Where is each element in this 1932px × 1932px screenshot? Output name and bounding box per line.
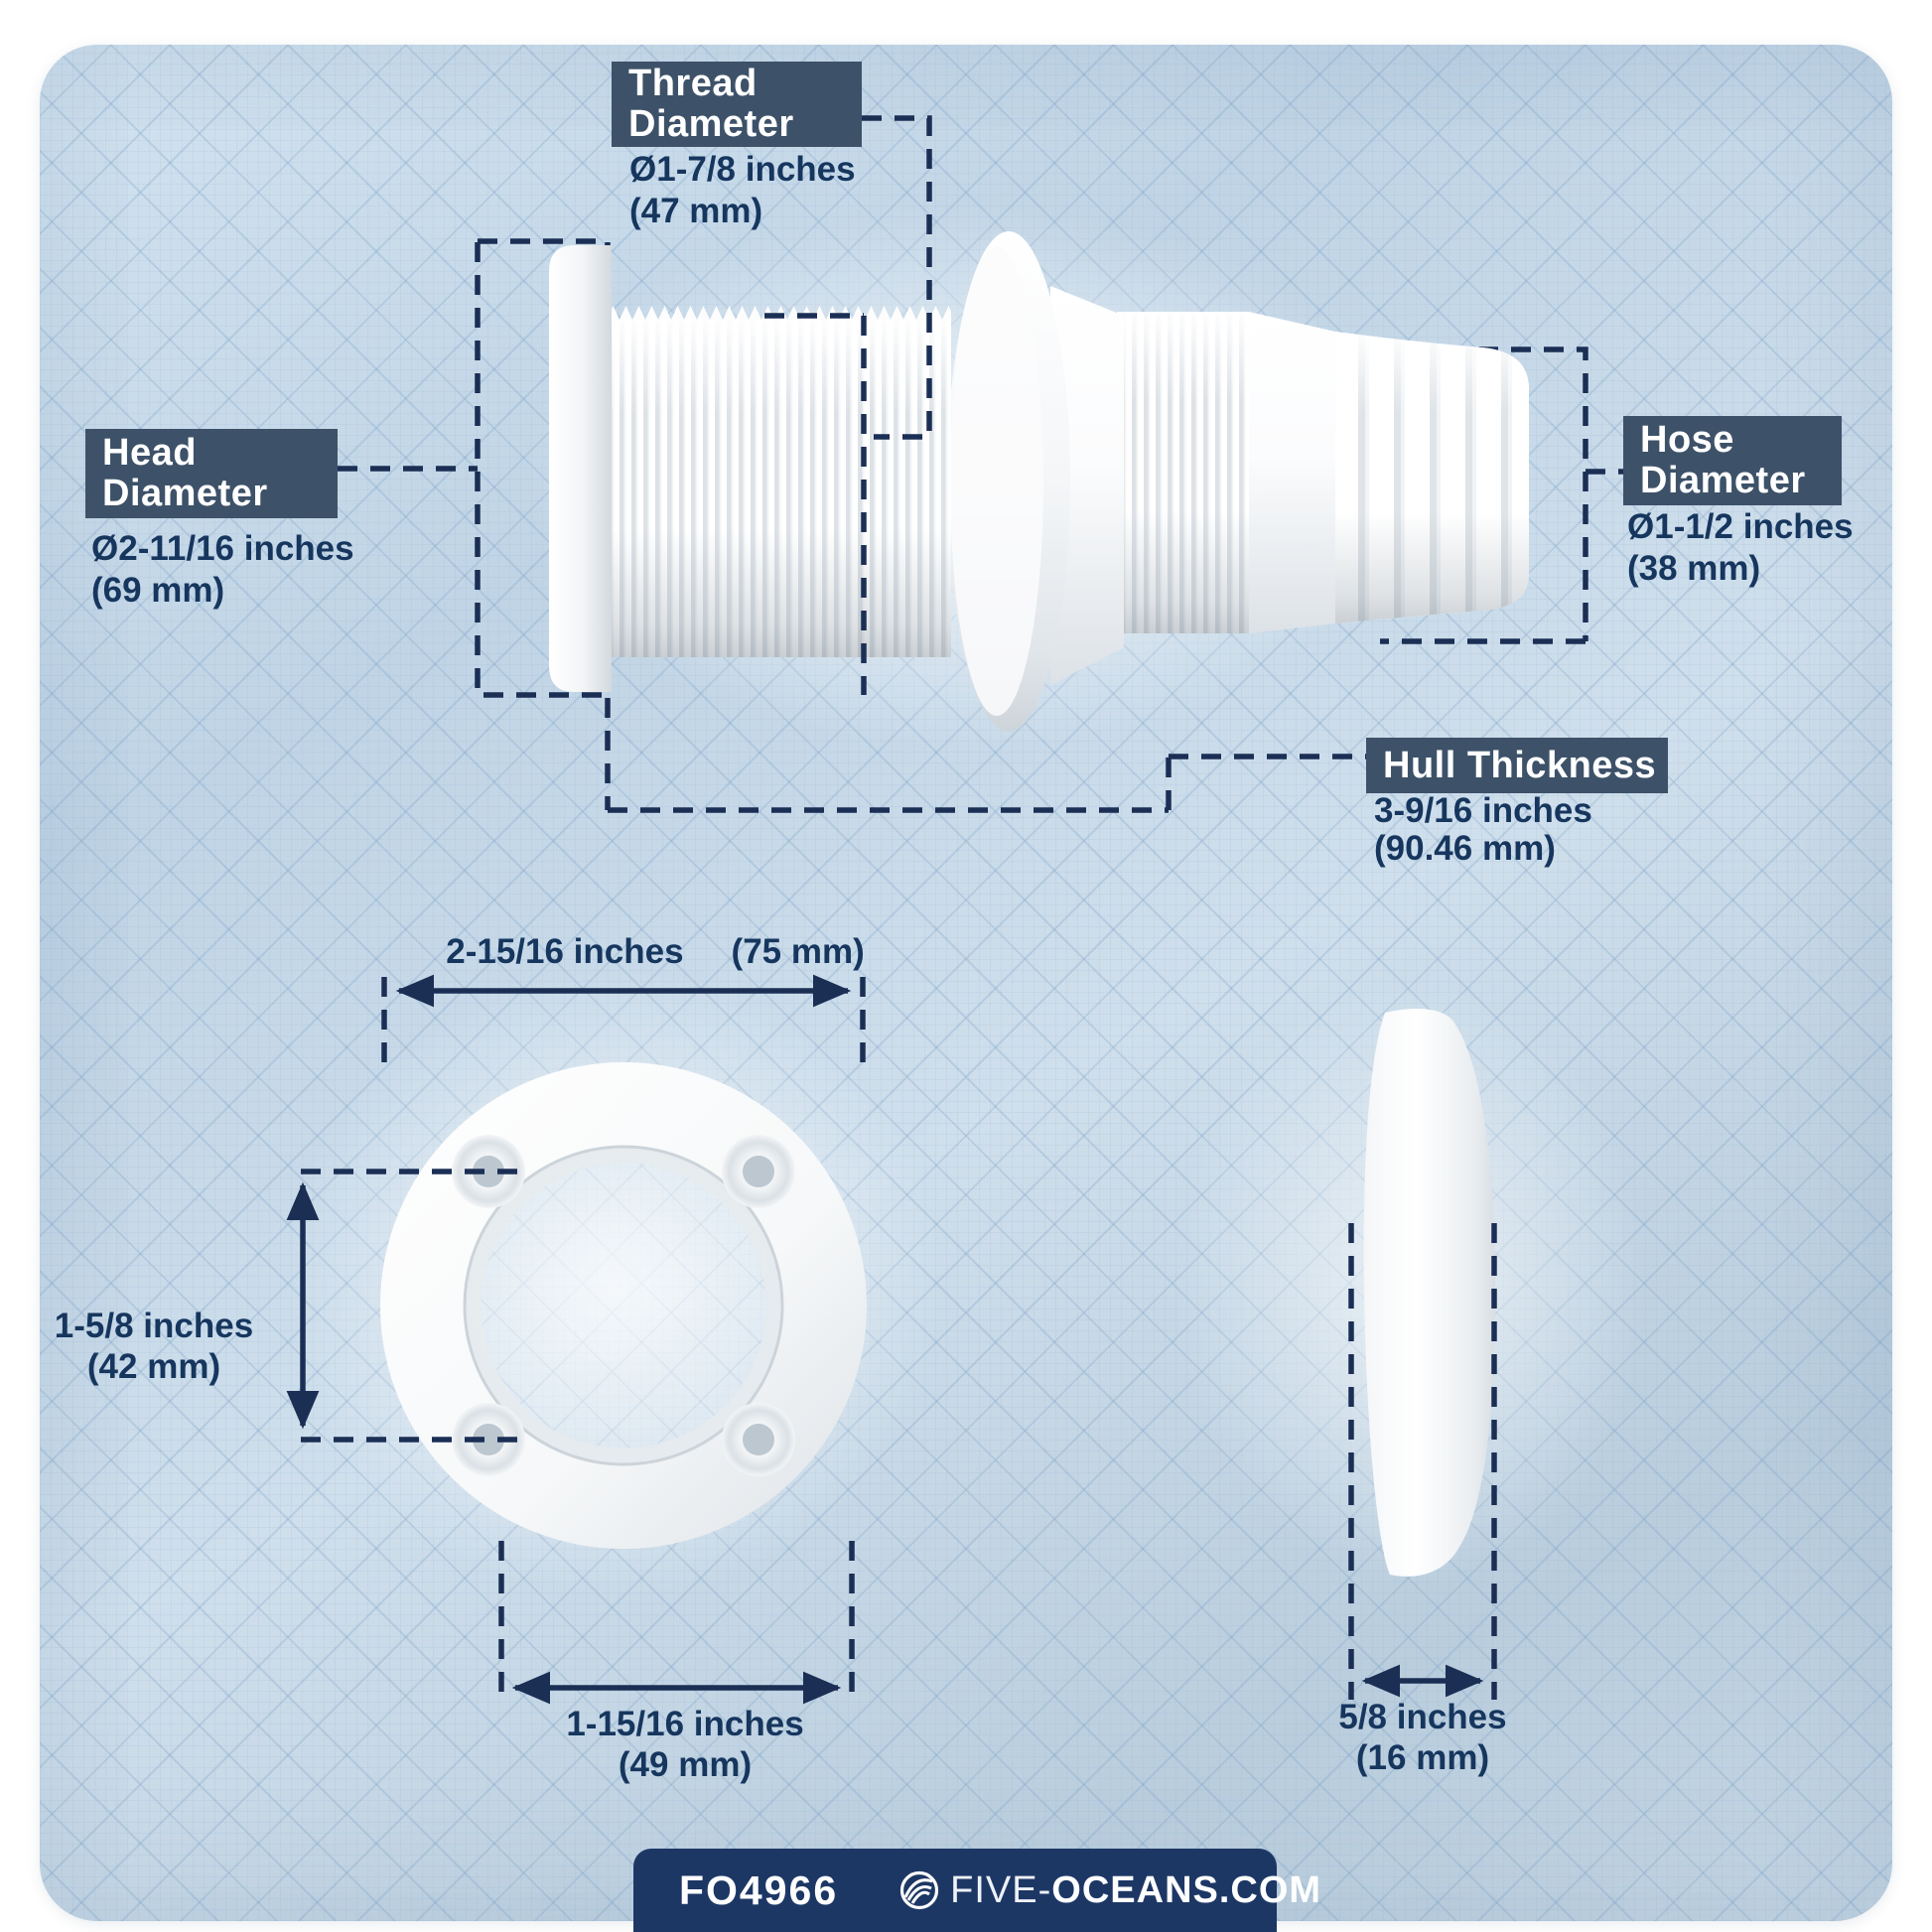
- hull-thickness-value: 3-9/16 inches (90.46 mm): [1374, 791, 1592, 868]
- hole-spacing-guides: [301, 1169, 519, 1443]
- hole-spacing-dimension: 1-5/8 inches (42 mm): [54, 1307, 254, 1386]
- head-flange-shape: [549, 245, 612, 692]
- hose-diameter-value: Ø1-1/2 inches (38 mm): [1627, 507, 1854, 588]
- head-diameter-value: Ø2-11/16 inches (69 mm): [91, 529, 354, 610]
- thread-diameter-extent: [764, 313, 867, 695]
- thread-diameter-label: Thread Diameter: [612, 62, 862, 147]
- screw-hole: [722, 1135, 795, 1208]
- hose-diameter-label-line1: Hose: [1640, 419, 1734, 461]
- outer-diameter-guides: [381, 977, 866, 1070]
- thread-diameter-leader: [862, 115, 932, 440]
- screw-hole: [452, 1135, 525, 1208]
- thread-diameter-value: Ø1-7/8 inches (47 mm): [629, 150, 856, 230]
- product-sku: FO4966: [679, 1866, 839, 1913]
- screw-holes: [452, 1135, 795, 1476]
- head-diameter-label: Head Diameter: [85, 429, 338, 518]
- head-diameter-dashed-box: [475, 238, 611, 698]
- dimension-arrows: [286, 974, 1484, 1705]
- inner-diameter-dimension: 1-15/16 inches (49 mm): [566, 1705, 804, 1784]
- screw-hole: [722, 1403, 795, 1476]
- hose-diameter-label: Hose Diameter: [1623, 416, 1842, 505]
- cone-transition-shape: [1249, 312, 1335, 633]
- head-diameter-label-line1: Head: [102, 432, 197, 474]
- thickness-guides: [1348, 1223, 1497, 1700]
- thread-diameter-label-line1: Thread: [628, 63, 758, 104]
- mounting-flange-front-view: [379, 1061, 867, 1550]
- brand-lockup: FIVE-OCEANS.COM: [897, 1868, 1321, 1912]
- hose-diameter-label-line2: Diameter: [1640, 460, 1806, 501]
- hex-nut-shape: [1050, 286, 1124, 685]
- outer-diameter-dimension: 2-15/16 inches (75 mm): [446, 932, 865, 971]
- footer-brand-bar: FO4966 FIVE-OCEANS.COM: [633, 1849, 1320, 1932]
- hull-thickness-label: Hull Thickness: [1366, 738, 1668, 793]
- thread-diameter-label-line2: Diameter: [628, 103, 794, 145]
- thickness-dimension: 5/8 inches (16 mm): [1338, 1698, 1507, 1777]
- screw-hole: [452, 1403, 525, 1476]
- flange-side-view: [1363, 1009, 1495, 1577]
- dashed-leaders-over: [301, 115, 1623, 1700]
- hull-thickness-leader: [605, 698, 1366, 813]
- inner-diameter-guides: [498, 1541, 855, 1700]
- brand-name: FIVE-OCEANS.COM: [950, 1868, 1322, 1911]
- thru-hull-fitting-shape: [549, 231, 1529, 732]
- head-diameter-label-line2: Diameter: [102, 473, 268, 514]
- wave-logo-icon: [900, 1870, 939, 1910]
- flange-ring-shape: [379, 1061, 867, 1550]
